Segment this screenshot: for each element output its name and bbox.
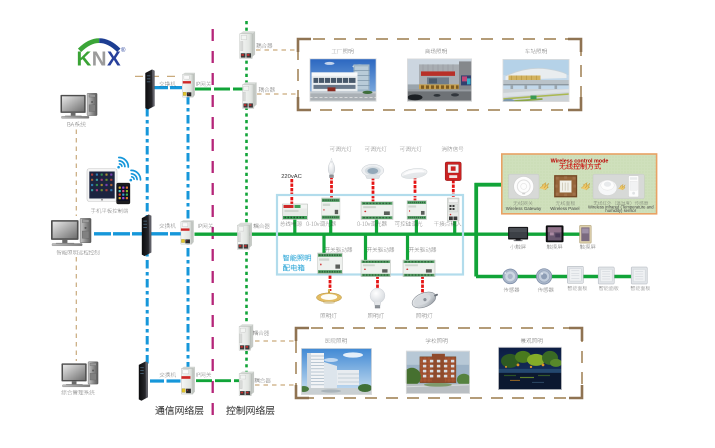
svg-text:Wireless Gateway: Wireless Gateway: [506, 206, 542, 211]
svg-text:®: ®: [121, 47, 126, 54]
svg-text:Wireless infrared (Temperature: Wireless infrared (Temperature and: [588, 204, 654, 209]
svg-text:Wireless Panel: Wireless Panel: [550, 206, 579, 211]
svg-text:220vAC: 220vAC: [281, 174, 302, 180]
svg-text:humidity) sensor: humidity) sensor: [605, 208, 636, 213]
svg-text:KNX: KNX: [77, 48, 122, 71]
svg-text:Wireless control mode: Wireless control mode: [551, 158, 609, 164]
